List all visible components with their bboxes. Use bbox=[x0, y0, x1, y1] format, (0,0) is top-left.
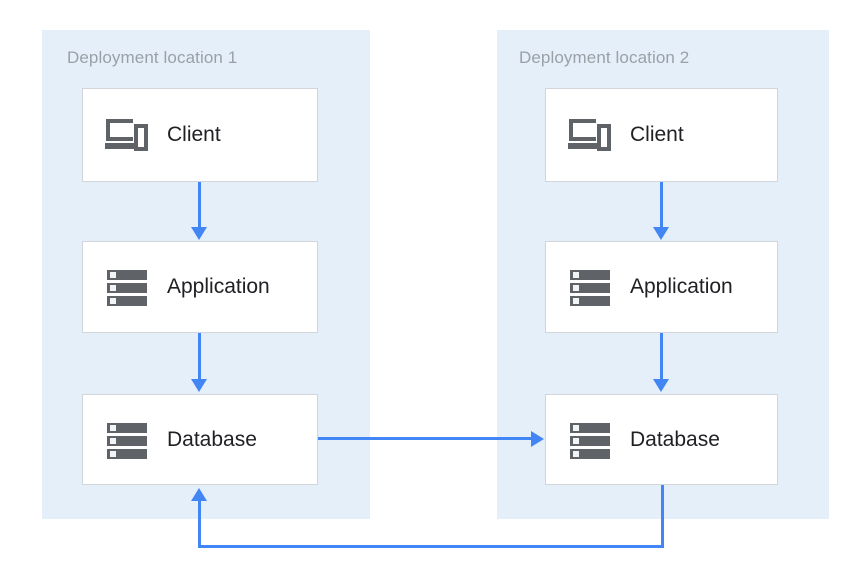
node-client-1[interactable]: Client bbox=[82, 88, 318, 182]
arrowhead-database-2-to-database-1 bbox=[191, 488, 207, 501]
connector-database-2-to-database-1-vertical-left bbox=[198, 500, 201, 548]
node-database-1[interactable]: Database bbox=[82, 394, 318, 485]
arrowhead-application-1-to-database-1 bbox=[191, 379, 207, 392]
database-icon-bar-3 bbox=[107, 448, 147, 459]
database-icon bbox=[105, 418, 149, 462]
node-database-1-label: Database bbox=[167, 427, 257, 451]
connector-client-2-to-application-2 bbox=[660, 182, 663, 229]
server-icon-bar-1 bbox=[107, 270, 147, 280]
node-database-2[interactable]: Database bbox=[545, 394, 778, 485]
node-application-1[interactable]: Application bbox=[82, 241, 318, 333]
node-client-2[interactable]: Client bbox=[545, 88, 778, 182]
node-database-2-label: Database bbox=[630, 427, 720, 451]
devices-icon-laptop-base bbox=[105, 143, 135, 149]
connector-application-1-to-database-1 bbox=[198, 333, 201, 381]
devices-icon-phone bbox=[134, 124, 148, 151]
server-icon bbox=[105, 265, 149, 309]
arrowhead-client-1-to-application-1 bbox=[191, 227, 207, 240]
devices-icon-phone bbox=[597, 124, 611, 151]
devices-icon bbox=[568, 113, 612, 157]
node-client-2-label: Client bbox=[630, 123, 684, 146]
node-client-1-label: Client bbox=[167, 123, 221, 146]
connector-database-2-to-database-1-horizontal bbox=[198, 545, 664, 548]
node-application-2-label: Application bbox=[630, 275, 733, 298]
node-application-2[interactable]: Application bbox=[545, 241, 778, 333]
database-icon bbox=[568, 418, 612, 462]
database-icon-bar-2 bbox=[107, 435, 147, 446]
arrowhead-application-2-to-database-2 bbox=[653, 379, 669, 392]
database-icon-bar-2 bbox=[570, 435, 610, 446]
database-icon-bar-3 bbox=[570, 448, 610, 459]
connector-client-1-to-application-1 bbox=[198, 182, 201, 229]
arrowhead-database-1-to-database-2 bbox=[531, 431, 544, 447]
server-icon-bar-2 bbox=[107, 283, 147, 293]
server-icon-bar-3 bbox=[107, 296, 147, 306]
devices-icon-laptop-screen bbox=[569, 119, 596, 141]
server-icon-bar-1 bbox=[570, 270, 610, 280]
devices-icon bbox=[105, 113, 149, 157]
connector-application-2-to-database-2 bbox=[660, 333, 663, 381]
server-icon-bar-2 bbox=[570, 283, 610, 293]
deployment-zone-2-title: Deployment location 2 bbox=[519, 48, 690, 67]
database-icon-bar-1 bbox=[570, 422, 610, 433]
server-icon bbox=[568, 265, 612, 309]
connector-database-2-to-database-1-vertical-right bbox=[661, 485, 664, 548]
connector-database-1-to-database-2 bbox=[318, 437, 533, 440]
devices-icon-laptop-base bbox=[568, 143, 598, 149]
node-application-1-label: Application bbox=[167, 275, 270, 298]
server-icon-bar-3 bbox=[570, 296, 610, 306]
devices-icon-laptop-screen bbox=[106, 119, 133, 141]
database-icon-bar-1 bbox=[107, 422, 147, 433]
deployment-zone-1-title: Deployment location 1 bbox=[67, 48, 238, 67]
arrowhead-client-2-to-application-2 bbox=[653, 227, 669, 240]
